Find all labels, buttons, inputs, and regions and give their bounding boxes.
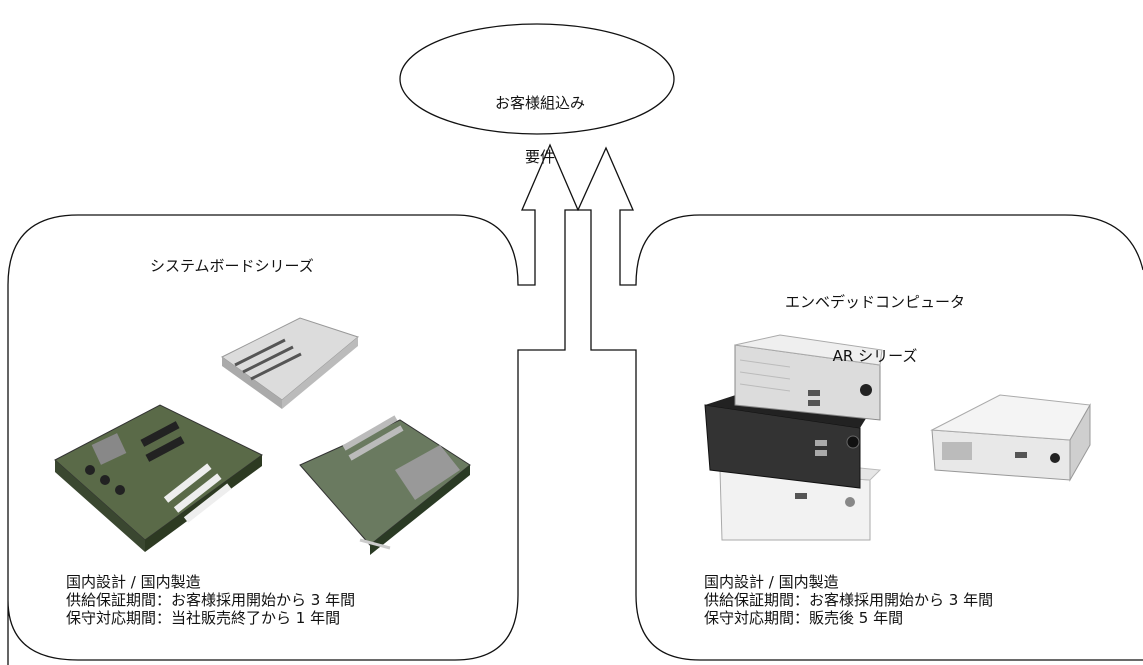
left-spec-maintenance-period: 保守対応期間：当社販売終了から 1 年間 (66, 609, 341, 627)
ssd-module-photo (221, 317, 360, 409)
left-panel-specs: 国内設計 / 国内製造 供給保証期間：お客様採用開始から 3 年間 保守対応期間… (66, 573, 355, 627)
left-panel-title: システムボードシリーズ (150, 257, 314, 275)
right-panel-title: エンベデッドコンピュータ AR シリーズ (760, 257, 990, 383)
right-panel-title-line2: AR シリーズ (832, 347, 918, 365)
right-spec-maintenance-period: 保守対応期間：販売後 5 年間 (704, 609, 904, 627)
right-panel-border-with-arrow (576, 146, 1143, 661)
right-panel-specs: 国内設計 / 国内製造 供給保証期間：お客様採用開始から 3 年間 保守対応期間… (704, 573, 993, 627)
left-spec-origin: 国内設計 / 国内製造 (66, 573, 201, 591)
requirement-line1: お客様組込み (494, 94, 585, 112)
expansion-board-photo (299, 415, 471, 555)
stacked-embedded-pcs-photo (704, 334, 883, 541)
left-spec-supply-period: 供給保証期間：お客様採用開始から 3 年間 (66, 591, 356, 609)
right-spec-supply-period: 供給保証期間：お客様採用開始から 3 年間 (704, 591, 994, 609)
motherboard-photo (54, 404, 263, 552)
requirement-label: お客様組込み 要件 (430, 58, 650, 184)
compact-embedded-pc-photo (930, 394, 1091, 482)
right-spec-origin: 国内設計 / 国内製造 (704, 573, 839, 591)
requirement-line2: 要件 (524, 148, 555, 166)
requirement-ellipse (399, 23, 675, 135)
left-panel-border-with-arrow (7, 143, 579, 665)
right-panel-title-line1: エンベデッドコンピュータ (784, 293, 965, 311)
